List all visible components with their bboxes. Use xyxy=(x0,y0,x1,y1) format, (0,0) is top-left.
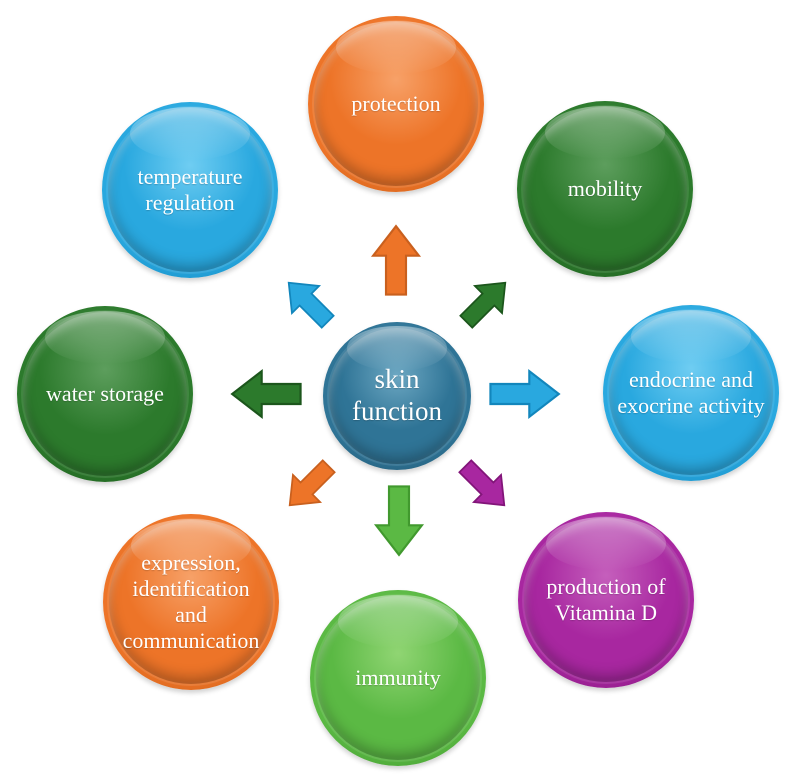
node-endocrine-exocrine-activity-label: endocrine and exocrine activity xyxy=(617,367,765,418)
node-skin-function-center: skin function xyxy=(323,322,471,470)
arrow-left-shape xyxy=(230,368,302,420)
arrow-down-left-shape xyxy=(288,459,336,507)
arrow-down-icon xyxy=(373,485,425,557)
arrow-down-left-icon xyxy=(288,459,336,507)
node-skin-function-label: skin function xyxy=(352,364,442,426)
node-mobility-label: mobility xyxy=(567,176,643,202)
node-immunity-label: immunity xyxy=(355,665,441,691)
arrow-up-shape xyxy=(370,224,422,296)
node-production-of-vitamin-d-label: production of Vitamina D xyxy=(546,574,666,625)
arrow-up-right-icon xyxy=(459,281,507,329)
node-expression-identification-communication-label: expression, identification and communica… xyxy=(122,550,260,653)
arrow-up-left-shape xyxy=(287,281,335,329)
arrow-right-shape xyxy=(489,368,561,420)
node-immunity: immunity xyxy=(310,590,486,766)
node-temperature-regulation: temperature regulation xyxy=(102,102,278,278)
arrow-down-shape xyxy=(373,485,425,557)
node-protection: protection xyxy=(308,16,484,192)
node-production-of-vitamin-d: production of Vitamina D xyxy=(518,512,694,688)
node-temperature-regulation-label: temperature regulation xyxy=(137,164,243,215)
arrow-right-icon xyxy=(489,368,561,420)
arrow-up-right-shape xyxy=(459,281,507,329)
arrow-left-icon xyxy=(230,368,302,420)
arrow-up-left-icon xyxy=(287,281,335,329)
node-water-storage-label: water storage xyxy=(46,381,164,407)
node-endocrine-exocrine-activity: endocrine and exocrine activity xyxy=(603,305,779,481)
node-mobility: mobility xyxy=(517,101,693,277)
node-water-storage: water storage xyxy=(17,306,193,482)
arrow-down-right-shape xyxy=(458,459,506,507)
arrow-up-icon xyxy=(370,224,422,296)
arrow-down-right-icon xyxy=(458,459,506,507)
node-expression-identification-communication: expression, identification and communica… xyxy=(103,514,279,690)
node-protection-label: protection xyxy=(351,91,441,117)
